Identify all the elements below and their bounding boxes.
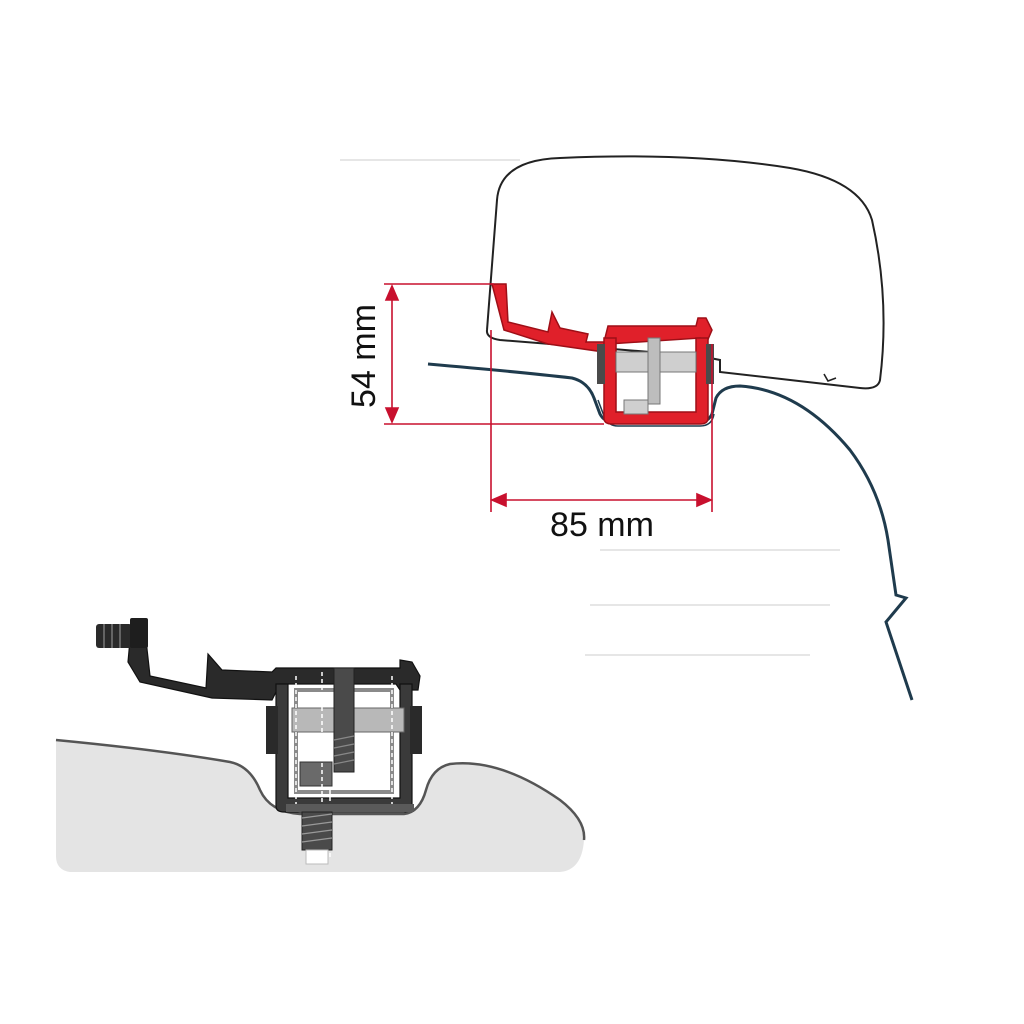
dimension-lines [384, 283, 714, 512]
awning-assembly: 54 mm 85 mm [340, 155, 914, 701]
clamp-bolt-thread [333, 735, 355, 765]
bracket-detail [55, 618, 586, 872]
width-arrow-right [696, 492, 714, 508]
adapter-side-plate-right [706, 344, 714, 384]
ghost-lines [340, 159, 840, 656]
adapter-bracket-red [491, 283, 714, 425]
bracket-arm [127, 639, 421, 701]
bottom-screw-tip [305, 849, 329, 865]
roof-body [56, 740, 585, 872]
bracket-side-plate-left [266, 706, 278, 754]
awning-housing [485, 155, 885, 390]
adapter-u-channel [603, 337, 709, 425]
height-arrow-top [384, 283, 400, 301]
adapter-bolt [647, 337, 661, 405]
clamp-bolt [333, 667, 355, 773]
width-dimension-label: 85 mm [550, 506, 654, 544]
vehicle-roof-line [427, 362, 914, 701]
clamp-nut [299, 761, 333, 787]
bracket-knob [96, 618, 148, 648]
adapter-side-plate-left [597, 344, 605, 384]
base-plate [286, 804, 414, 812]
awning-housing-notch [823, 373, 837, 382]
bottom-screw-thread [301, 813, 333, 843]
height-dimension-label: 54 mm [345, 304, 383, 408]
width-arrow-left [489, 492, 507, 508]
height-arrow-bottom [384, 407, 400, 425]
adapter-nut [623, 399, 649, 415]
bracket-side-plate-right [410, 706, 422, 754]
